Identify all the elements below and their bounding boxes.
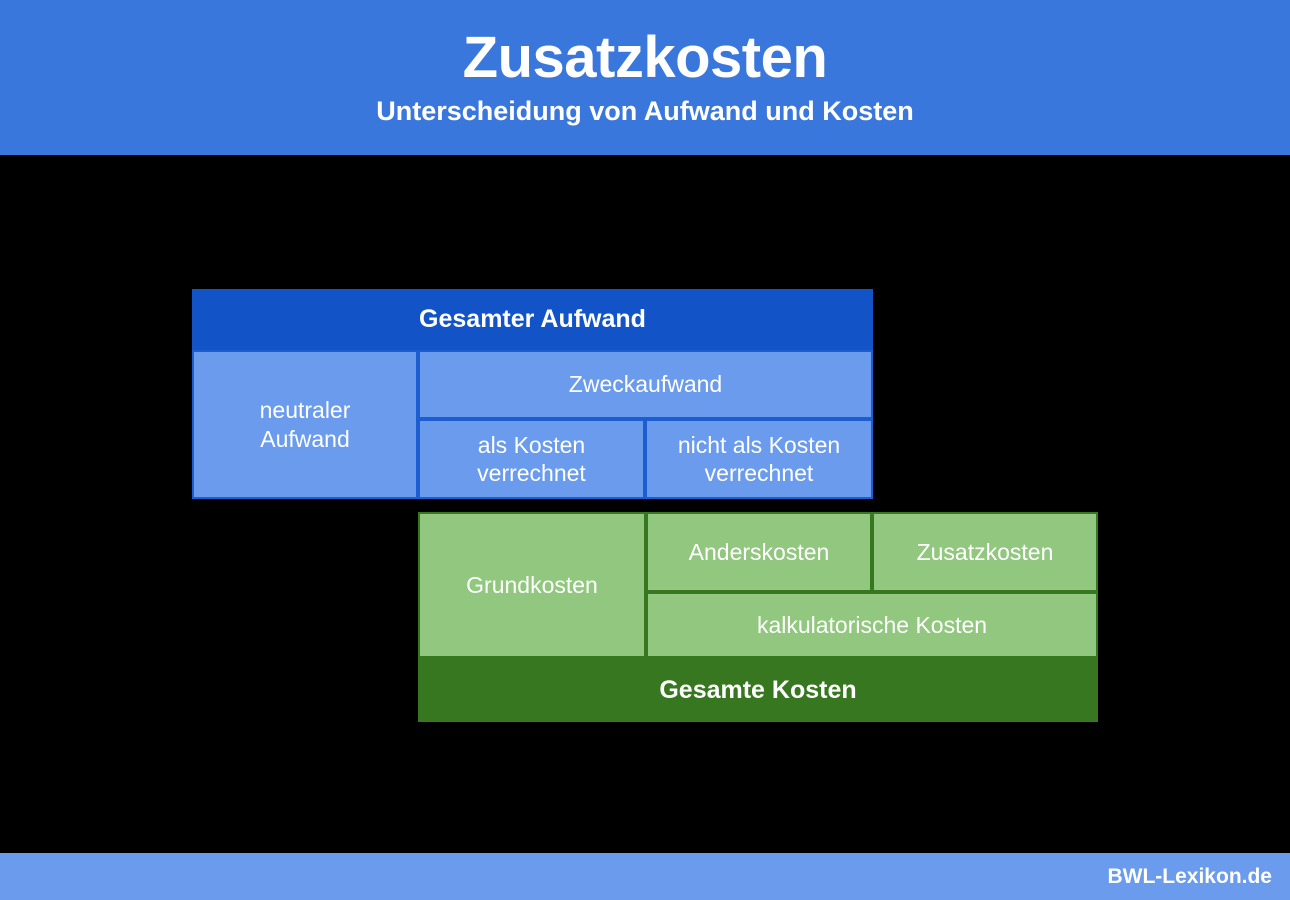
block-zweckaufwand: Zweckaufwand <box>418 350 873 419</box>
block-anderskosten: Anderskosten <box>646 512 872 592</box>
page-header: Zusatzkosten Unterscheidung von Aufwand … <box>0 0 1290 158</box>
page-subtitle: Unterscheidung von Aufwand und Kosten <box>376 96 914 127</box>
page-footer: BWL-Lexikon.de <box>0 853 1290 900</box>
block-kalkulatorische-kosten: kalkulatorische Kosten <box>646 592 1098 658</box>
block-gesamte-kosten: Gesamte Kosten <box>418 658 1098 722</box>
block-grundkosten: Grundkosten <box>418 512 646 658</box>
cost-block: Grundkosten Anderskosten Zusatzkosten ka… <box>418 512 1098 722</box>
expense-block: Gesamter Aufwand neutraler Aufwand Zweck… <box>192 289 873 499</box>
brand-label: BWL-Lexikon.de <box>1107 864 1272 888</box>
block-gesamter-aufwand: Gesamter Aufwand <box>192 289 873 350</box>
page-title: Zusatzkosten <box>462 25 828 91</box>
diagram-canvas: Gesamter Aufwand neutraler Aufwand Zweck… <box>0 158 1290 853</box>
block-neutraler-aufwand: neutraler Aufwand <box>192 350 418 499</box>
block-als-kosten-verrechnet: als Kosten verrechnet <box>418 419 645 499</box>
block-nicht-als-kosten-verrechnet: nicht als Kosten verrechnet <box>645 419 873 499</box>
block-zusatzkosten: Zusatzkosten <box>872 512 1098 592</box>
